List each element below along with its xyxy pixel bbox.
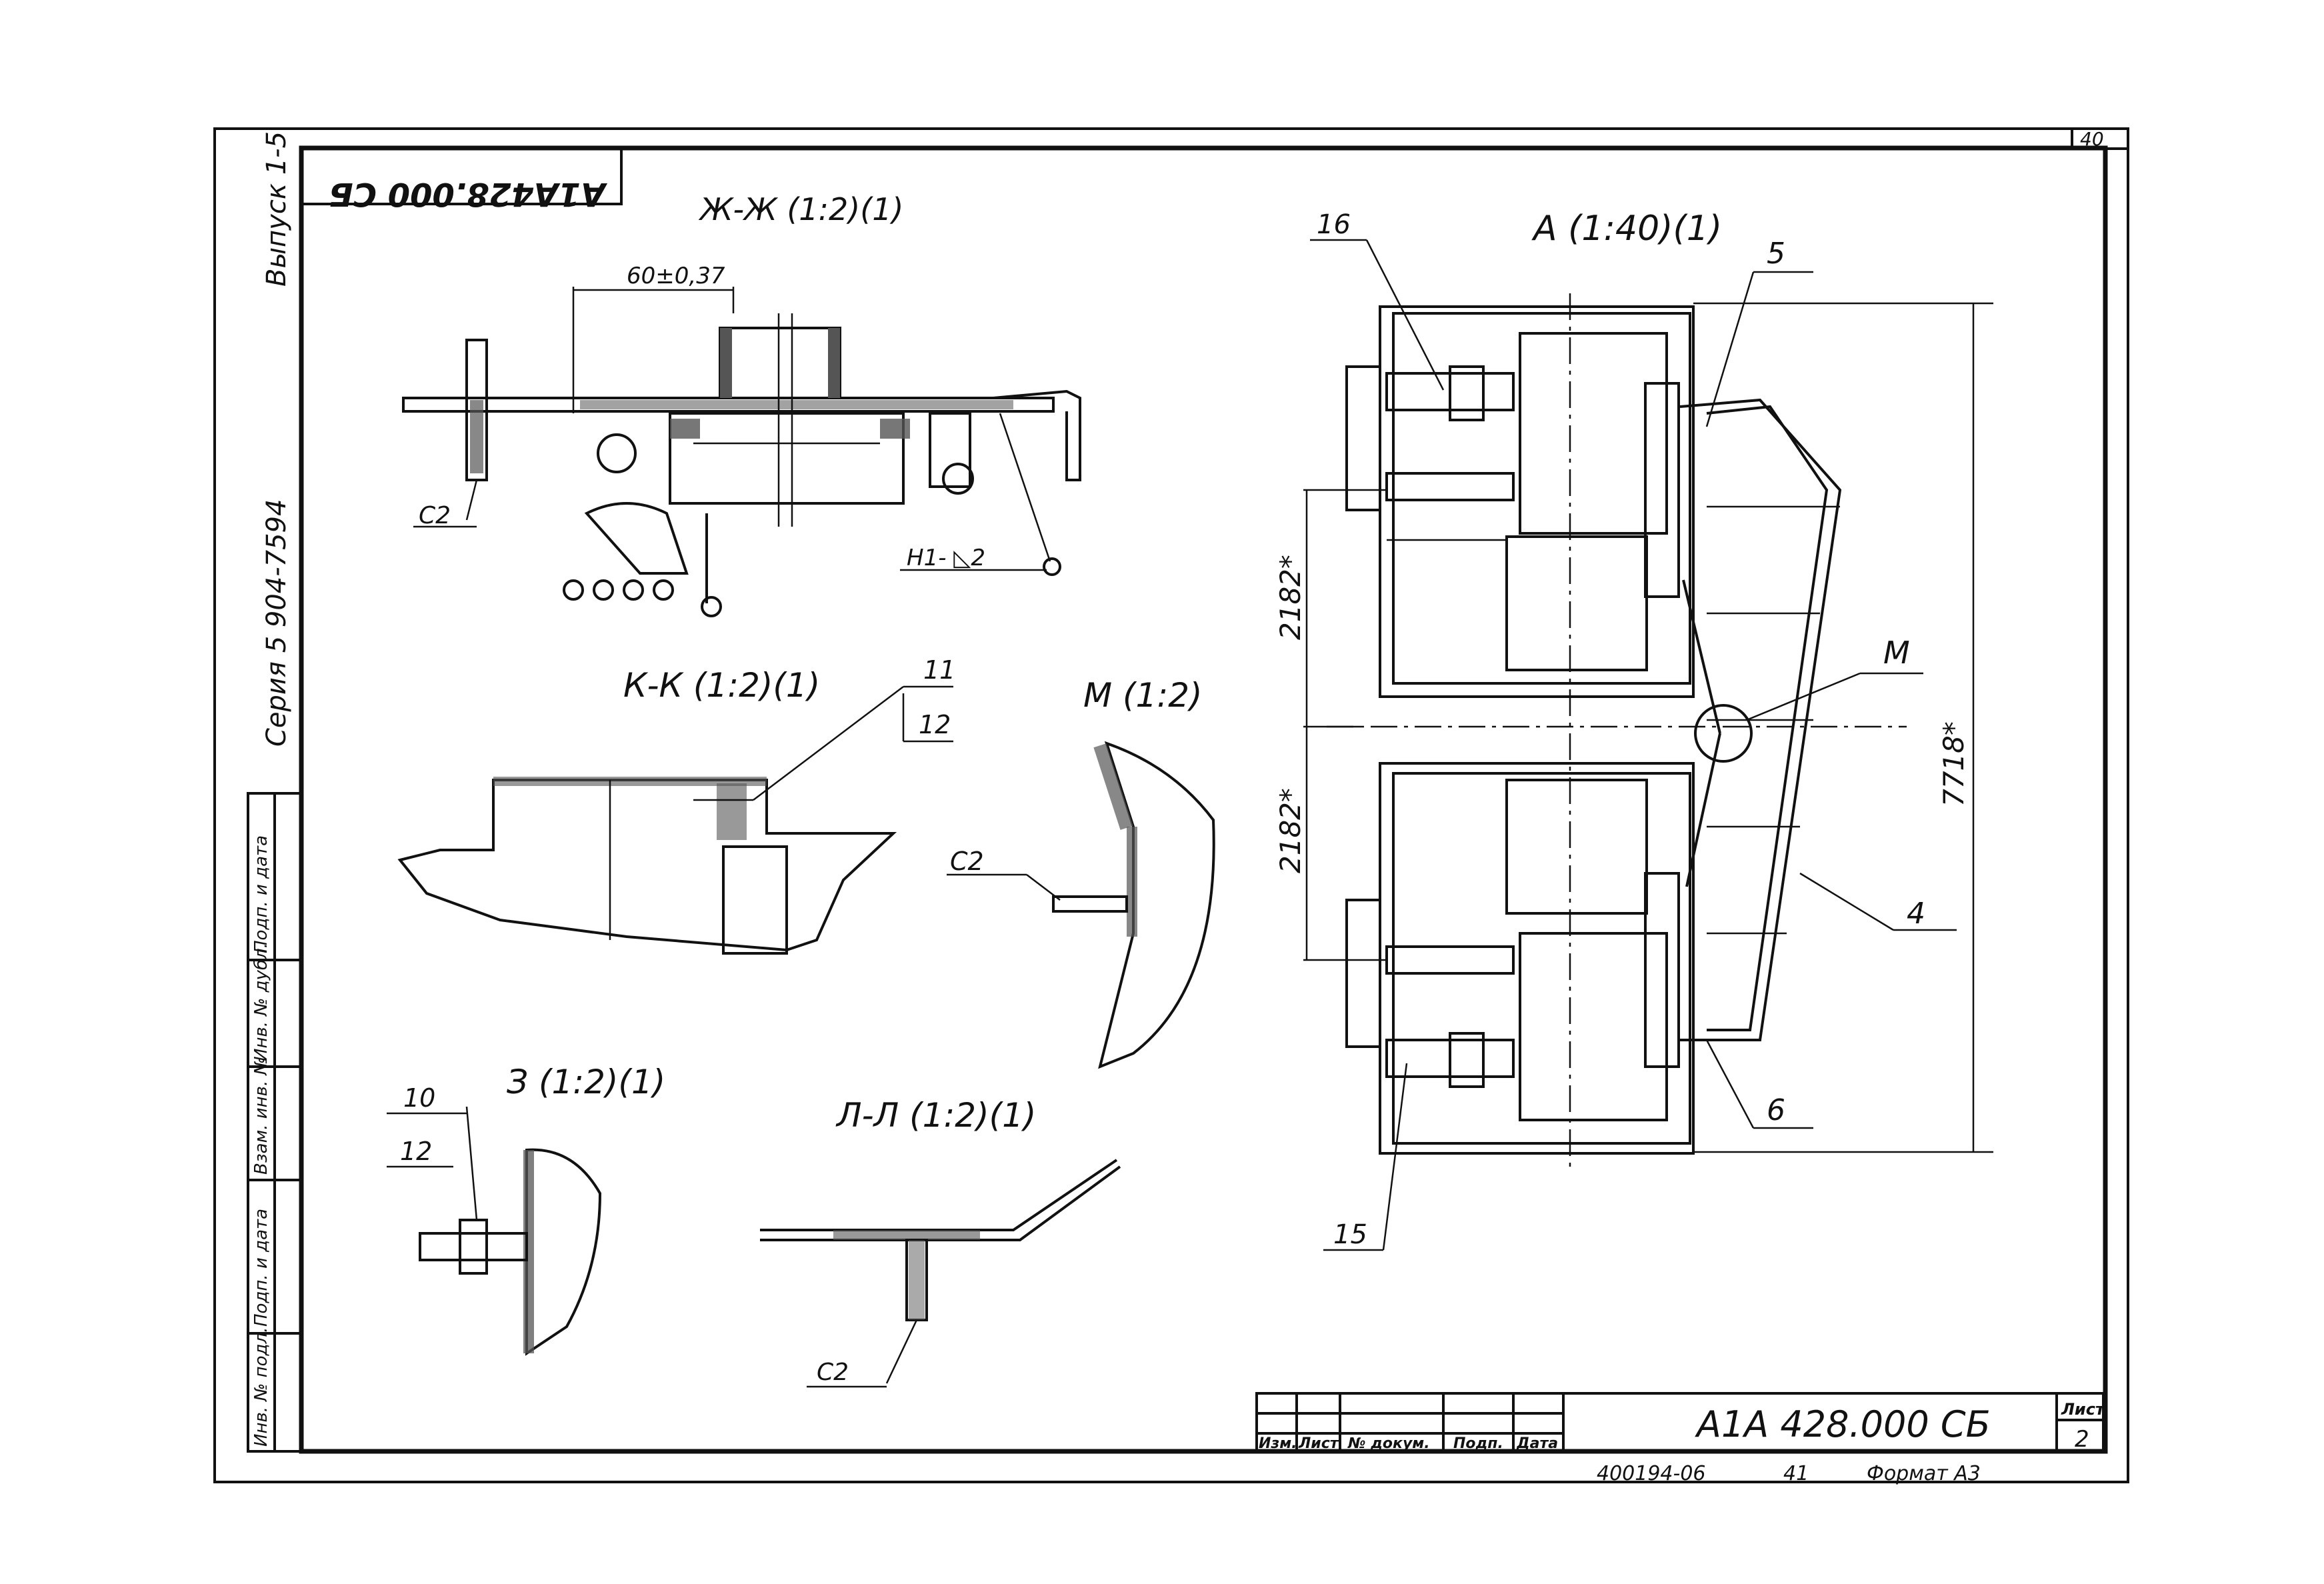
strip-cell-1: Подп. и дата — [251, 835, 271, 953]
a-dim-upper: 2182* — [1274, 555, 1307, 640]
a-callout-4: 4 — [1907, 897, 1925, 931]
inner-frame — [299, 145, 2108, 1454]
k-callout-11: 11 — [923, 655, 955, 685]
series-text: Серия 5 904-7594 — [261, 499, 292, 747]
zh-dimension: 60±0,37 — [627, 263, 725, 289]
page-corner-number: 40 — [2080, 128, 2104, 150]
strip-cell-4: Подп. и дата — [251, 1209, 271, 1327]
a-callout-16: 16 — [1317, 209, 1351, 240]
a-callout-5: 5 — [1767, 237, 1785, 271]
view-z-title: З (1:2)(1) — [507, 1063, 665, 1101]
view-k: К-К (1:2)(1) 11 12 — [397, 655, 955, 955]
a-dim-total: 7718* — [1937, 721, 1970, 807]
view-a: А (1:40)(1) — [1274, 209, 1993, 1251]
strip-cell-3: Взам. инв. № — [251, 1057, 271, 1175]
tb-header-doc: № докум. — [1347, 1435, 1430, 1452]
tb-designation: А1А 428.000 СБ — [1695, 1403, 1991, 1445]
footer-format: Формат А3 — [1867, 1462, 1981, 1485]
view-z: З (1:2)(1) 10 12 — [387, 1063, 665, 1356]
z-callout-12: 12 — [400, 1137, 432, 1166]
zh-weld-note: Н1- ◺2 — [907, 545, 985, 571]
a-callout-15: 15 — [1333, 1219, 1367, 1250]
tb-header-list: Лист — [1298, 1435, 1339, 1452]
a-callout-6: 6 — [1767, 1093, 1785, 1127]
m-c2-label: С2 — [950, 847, 984, 876]
page-corner-box — [2071, 127, 2129, 150]
outer-frame — [213, 127, 2129, 1483]
view-zh: Ж-Ж (1:2)(1) 60±0,37 С2 — [402, 191, 1081, 617]
view-k-title: К-К (1:2)(1) — [623, 666, 820, 705]
strip-cell-5: Инв. № подл. — [251, 1327, 271, 1447]
tb-sheet-number: 2 — [2075, 1426, 2089, 1453]
stamp-box — [300, 147, 623, 205]
view-l-title: Л-Л (1:2)(1) — [835, 1096, 1036, 1135]
tb-header-date: Дата — [1516, 1435, 1558, 1452]
a-dim-lower: 2182* — [1274, 788, 1307, 873]
z-callout-10: 10 — [403, 1083, 435, 1113]
view-l: Л-Л (1:2)(1) С2 — [760, 1096, 1121, 1388]
issue-text: Выпуск 1-5 — [261, 131, 292, 287]
tb-header-sign: Подп. — [1453, 1435, 1503, 1452]
view-m: М (1:2) С2 — [947, 676, 1215, 1069]
stamp-designation: А1А428.000 СБ — [329, 175, 608, 213]
view-a-title: А (1:40)(1) — [1531, 209, 1722, 249]
view-m-title: М (1:2) — [1083, 676, 1203, 715]
tb-header-izm: Изм. — [1259, 1435, 1297, 1452]
view-zh-title: Ж-Ж (1:2)(1) — [698, 191, 903, 227]
title-block: Изм. Лист № докум. Подп. Дата А1А 428.00… — [1255, 1392, 2106, 1453]
footer-copy-sheet: 41 — [1783, 1462, 1809, 1485]
footer-copy-code: 400194-06 — [1597, 1462, 1706, 1485]
a-callout-M: М — [1883, 635, 1910, 671]
zh-c2-label: С2 — [419, 502, 451, 529]
k-callout-12: 12 — [919, 710, 951, 739]
tb-sheet-label: Лист — [2061, 1400, 2106, 1419]
strip-cell-2: Инв. № дубл. — [251, 943, 271, 1061]
l-c2-label: С2 — [817, 1359, 849, 1386]
